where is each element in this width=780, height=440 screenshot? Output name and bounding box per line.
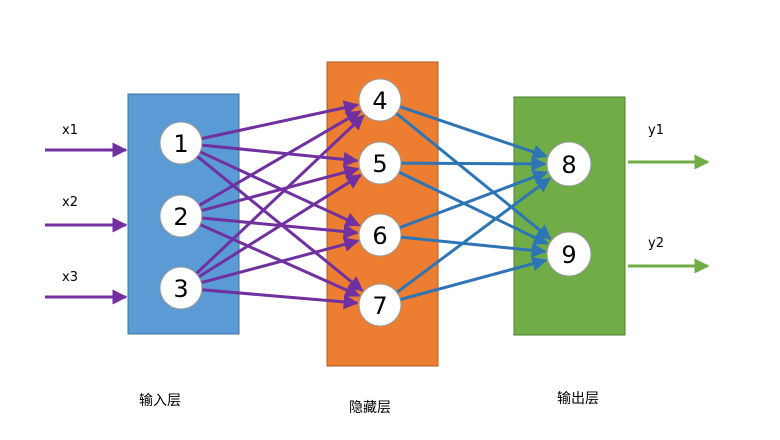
edge-3-7 (201, 288, 359, 310)
node-1: 1 (159, 121, 203, 165)
edge-7-9 (399, 256, 548, 301)
node-1-circle (159, 121, 203, 165)
output-arrows (628, 154, 710, 274)
output-label-y1: y1 (648, 123, 664, 138)
input-label-x2: x2 (62, 195, 78, 210)
node-2-circle (159, 194, 203, 238)
node-9-circle (546, 231, 592, 277)
node-6-circle (358, 213, 402, 257)
input-arrows (45, 142, 128, 305)
node-9-label: 9 (561, 241, 576, 269)
edge-7-8 (395, 177, 552, 294)
edge-2-7 (199, 223, 361, 297)
edge-6-8 (399, 170, 548, 230)
edge-5-8 (400, 156, 547, 172)
node-6: 6 (358, 213, 402, 257)
hidden-layer-label: 隐藏层 (349, 400, 391, 416)
edge-4-8 (399, 105, 548, 160)
output-layer-box (513, 96, 626, 336)
node-8-circle (546, 141, 592, 187)
node-3-circle (159, 266, 203, 310)
edge-1-4 (201, 100, 359, 141)
node-6-label: 6 (372, 222, 387, 250)
edge-2-4 (198, 110, 362, 207)
connections (195, 100, 552, 310)
edge-1-7 (196, 155, 364, 292)
output-label-y2: y2 (648, 236, 664, 251)
node-3-label: 3 (173, 275, 188, 303)
node-9: 9 (546, 231, 592, 277)
edge-3-6 (200, 237, 360, 285)
input-label-x3: x3 (62, 270, 78, 285)
edge-1-5 (201, 143, 359, 167)
node-7-circle (358, 283, 402, 327)
node-4: 4 (358, 78, 402, 122)
node-4-circle (358, 78, 402, 122)
edge-2-5 (200, 165, 360, 213)
node-2-label: 2 (173, 203, 188, 231)
edge-4-9 (395, 112, 552, 240)
node-8: 8 (546, 141, 592, 187)
node-3: 3 (159, 266, 203, 310)
edge-3-5 (198, 173, 362, 279)
node-7-label: 7 (372, 292, 387, 320)
node-1-label: 1 (173, 130, 188, 158)
node-8-label: 8 (561, 151, 576, 179)
node-7: 7 (358, 283, 402, 327)
node-2: 2 (159, 194, 203, 238)
node-5-label: 5 (372, 150, 387, 178)
node-4-label: 4 (372, 87, 387, 115)
edge-6-9 (400, 235, 547, 258)
node-5: 5 (358, 141, 402, 185)
edge-5-9 (398, 170, 549, 245)
input-label-x1: x1 (62, 123, 78, 138)
node-5-circle (358, 141, 402, 185)
input-layer-label: 输入层 (139, 393, 181, 409)
output-layer-label: 输出层 (557, 391, 599, 407)
edge-3-4 (195, 114, 365, 275)
